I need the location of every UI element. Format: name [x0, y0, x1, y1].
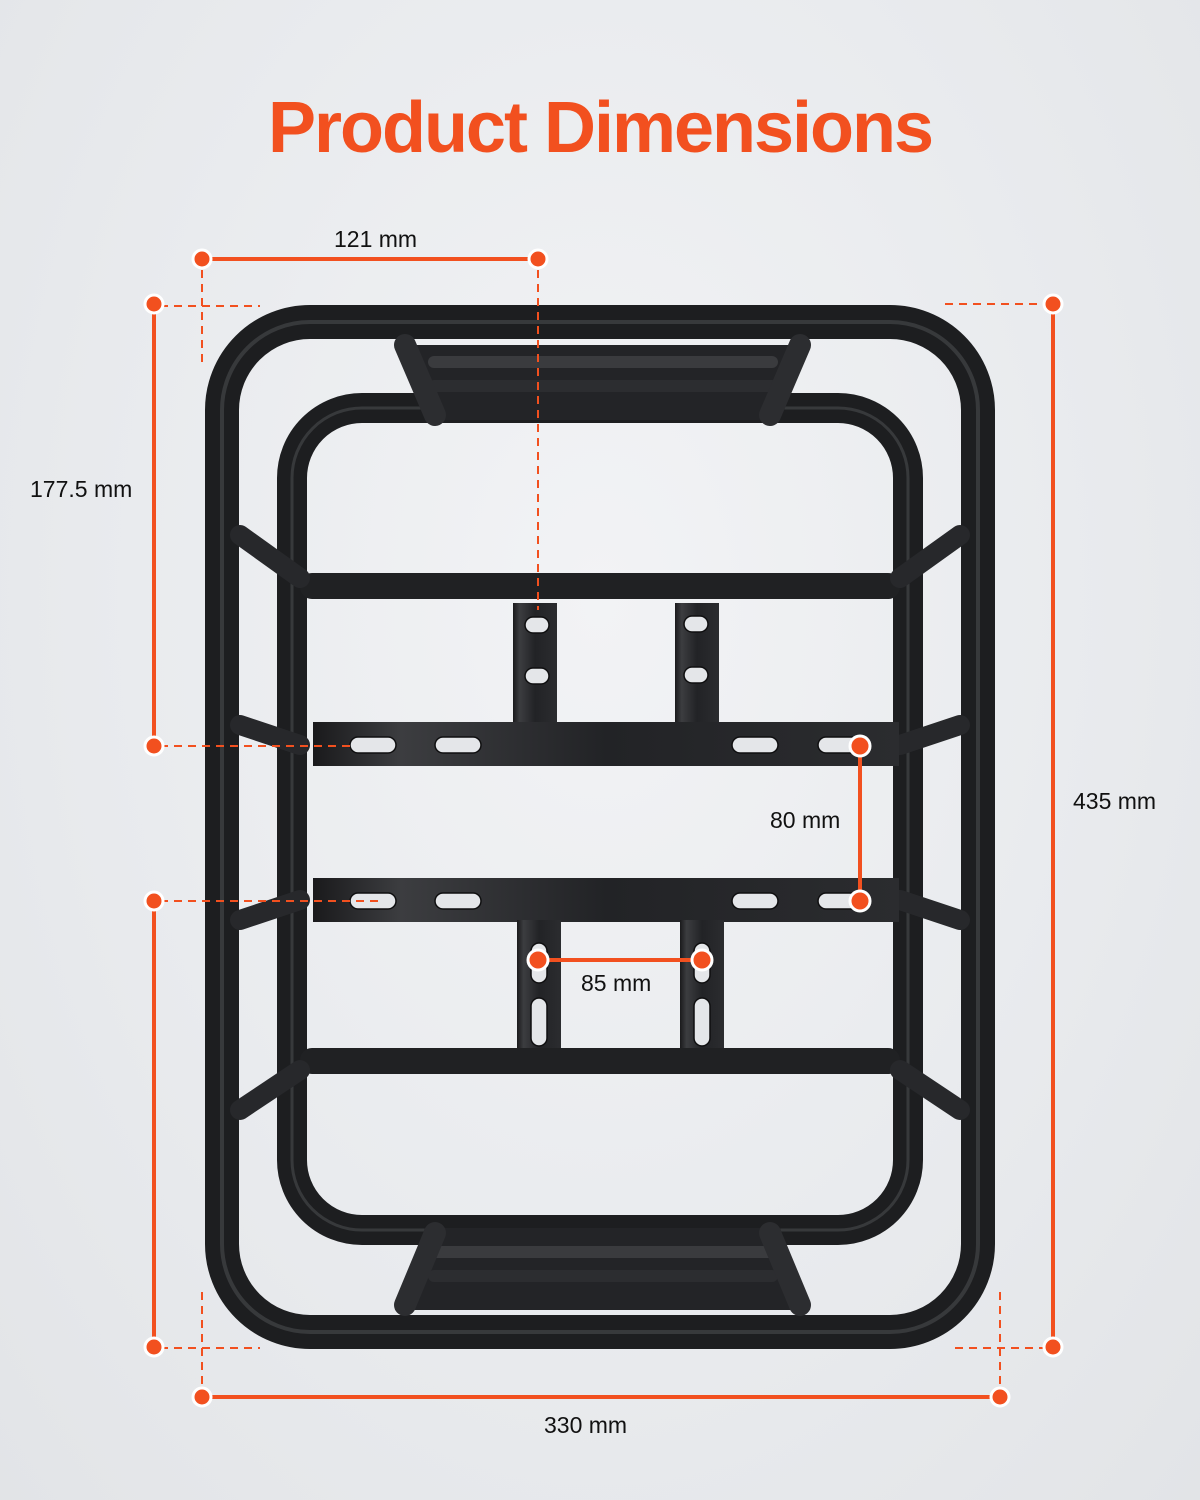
dim-label-total-width: 330 mm [544, 1412, 628, 1438]
page-title: Product Dimensions [267, 88, 934, 168]
dim-label-top-width: 121 mm [334, 226, 418, 252]
lower-mounting-plate [313, 878, 899, 1048]
dimension-endpoints [143, 248, 1064, 1408]
dim-label-total-height: 435 mm [1073, 788, 1157, 814]
rack-frame [205, 305, 995, 1349]
upper-mounting-plate [313, 603, 899, 766]
dimension-lines [152, 257, 1055, 1399]
dim-label-upper-height: 177.5 mm [30, 476, 133, 502]
dim-label-horizontal-spacing: 85 mm [581, 970, 652, 996]
dim-label-vertical-spacing: 80 mm [770, 807, 841, 833]
